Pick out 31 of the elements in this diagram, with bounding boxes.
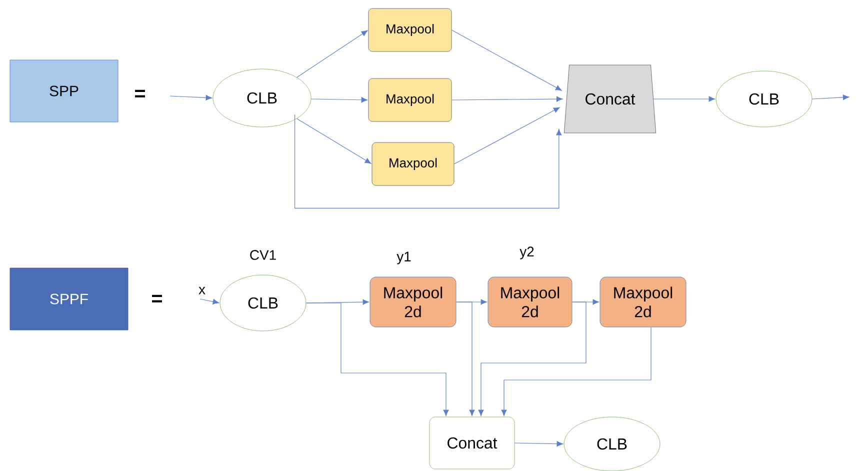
node-caption: CV1 — [250, 250, 276, 260]
process-box: Maxpool — [368, 78, 452, 122]
arrow — [200, 298, 220, 304]
node-caption: y1 — [396, 252, 411, 264]
arrow — [451, 30, 562, 91]
arrow — [456, 302, 475, 416]
process-box: Maxpool 2d — [370, 276, 456, 328]
arrow — [478, 302, 586, 416]
process-box: Maxpool 2d — [600, 276, 686, 328]
arrow — [170, 94, 212, 100]
arrow — [454, 107, 560, 164]
arrow — [812, 94, 850, 100]
arrow — [310, 97, 368, 103]
arrow — [294, 114, 562, 208]
process-box: SPPF — [10, 268, 128, 330]
arrow — [514, 441, 564, 447]
arrow — [501, 326, 652, 416]
edge-label: x — [198, 286, 206, 294]
arrow — [296, 118, 372, 164]
equals-sign: = — [152, 294, 162, 302]
process-box: Maxpool — [368, 8, 452, 52]
node-caption: y2 — [520, 246, 534, 260]
process-box: SPP — [10, 60, 118, 122]
process-box: Maxpool 2d — [488, 276, 572, 328]
arrow — [653, 96, 716, 102]
trapezoid-box: Concat — [564, 64, 656, 134]
arrow — [306, 302, 449, 416]
process-box: Concat — [429, 416, 515, 470]
arrow — [451, 96, 563, 102]
process-box: Maxpool — [372, 142, 454, 186]
arrow — [296, 30, 368, 78]
